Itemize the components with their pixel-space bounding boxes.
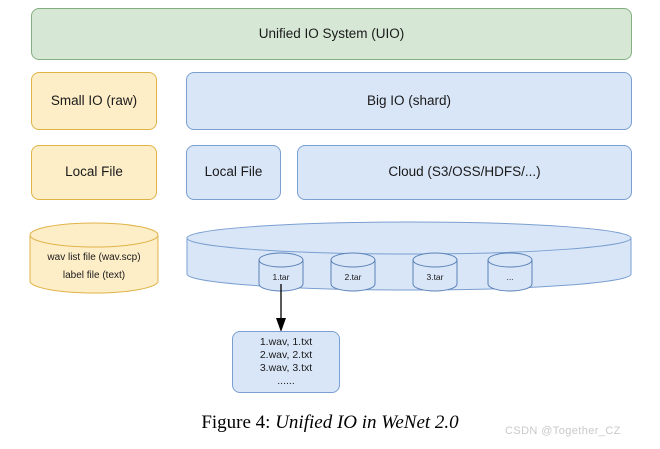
figure-caption-prefix: Figure 4: bbox=[201, 412, 271, 433]
figure-caption-title: Unified IO in WeNet 2.0 bbox=[275, 412, 459, 433]
shard-content-line-3: 3.wav, 3.txt bbox=[259, 362, 313, 374]
tar-cylinder-2: 2.tar bbox=[330, 252, 376, 292]
shard-content-line-1: 1.wav, 1.txt bbox=[259, 335, 313, 348]
shard-data-cylinder bbox=[186, 221, 632, 291]
local-file-shard-box: Local File bbox=[186, 145, 281, 200]
tar-cylinder-3: 3.tar bbox=[412, 252, 458, 292]
small-io-raw-box: Small IO (raw) bbox=[31, 72, 157, 130]
raw-data-cylinder: wav list file (wav.scp) label file (text… bbox=[29, 222, 159, 294]
cloud-storage-box: Cloud (S3/OSS/HDFS/...) bbox=[297, 145, 632, 200]
shard-content-line-ellipsis: ...... bbox=[277, 375, 295, 388]
shard-content-line-2: 2.wav, 2.txt bbox=[259, 348, 313, 361]
shard-contents-box: 1.wav, 1.txt 2.wav, 2.txt 3.wav, 3.txt .… bbox=[232, 331, 340, 393]
watermark-text: CSDN @Together_CZ bbox=[505, 425, 621, 437]
shard-expand-arrow bbox=[262, 284, 302, 334]
figure-caption: Figure 4: Unified IO in WeNet 2.0 bbox=[0, 412, 660, 434]
unified-io-system-box: Unified IO System (UIO) bbox=[31, 8, 632, 60]
tar-cylinder-more: ... bbox=[487, 252, 533, 292]
big-io-shard-box: Big IO (shard) bbox=[186, 72, 632, 130]
local-file-raw-box: Local File bbox=[31, 145, 157, 200]
